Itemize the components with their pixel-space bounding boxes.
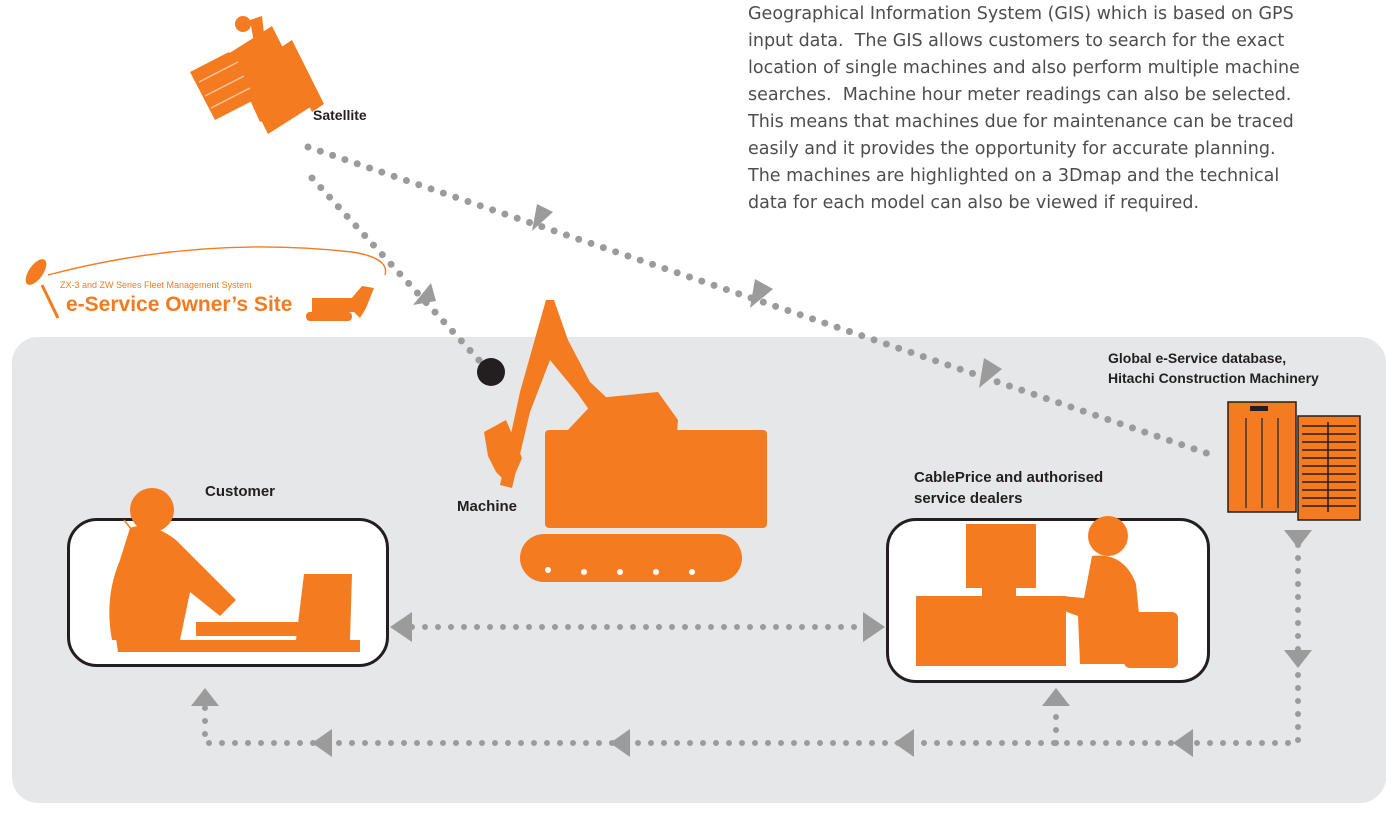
customer-laptop-icon — [109, 488, 360, 652]
logo-graphic — [25, 246, 387, 321]
satellite-to-database-link — [304, 143, 1216, 459]
gps-receiver-dot — [477, 358, 505, 386]
logo-excavator-icon — [306, 286, 374, 321]
server-grille — [1302, 422, 1356, 512]
database-label: Global e-Service database, Hitachi Const… — [1108, 350, 1319, 386]
flow-arrowheads — [191, 204, 1312, 757]
arrow-left-2 — [894, 729, 914, 757]
dotted-connectors — [202, 143, 1301, 746]
arrow-left-4 — [312, 729, 332, 757]
arrow-right-dealer — [863, 612, 885, 642]
machine-label: Machine — [457, 498, 518, 515]
customer-headset — [123, 519, 141, 541]
gps-dish-icon — [25, 259, 47, 285]
excavator-track-rollers — [545, 567, 695, 575]
satellite-icon — [190, 16, 324, 134]
arrow-sat-db-1 — [532, 204, 553, 231]
satellite-label: Satellite — [313, 107, 367, 123]
arrow-up-customer — [191, 688, 219, 706]
arrow-sat-db-2 — [750, 279, 773, 308]
arrow-left-customer — [390, 612, 412, 642]
dealers-label: CablePrice and authorised service dealer… — [914, 469, 1104, 507]
arrow-left-1 — [1173, 729, 1193, 757]
arrow-up-dealer — [1042, 688, 1070, 706]
customer-label: Customer — [205, 483, 276, 500]
excavator-icon — [484, 300, 767, 582]
server-rack-icon — [1227, 401, 1361, 521]
arrow-sat-machine — [413, 283, 436, 305]
satellite-to-machine-link — [308, 174, 492, 374]
logo-tagline: ZX-3 and ZW Series Fleet Management Syst… — [60, 280, 252, 290]
arrow-down-1 — [1284, 530, 1312, 548]
arrow-left-3 — [610, 729, 630, 757]
arrow-down-2 — [1284, 650, 1312, 668]
satellite-panel-lines — [198, 61, 251, 109]
logo-title: e-Service Owner’s Site — [66, 293, 293, 316]
arrow-sat-db-3 — [979, 358, 1002, 388]
dealer-computer-icon — [916, 516, 1178, 668]
gis-description: Geographical Information System (GIS) wh… — [748, 4, 1300, 213]
